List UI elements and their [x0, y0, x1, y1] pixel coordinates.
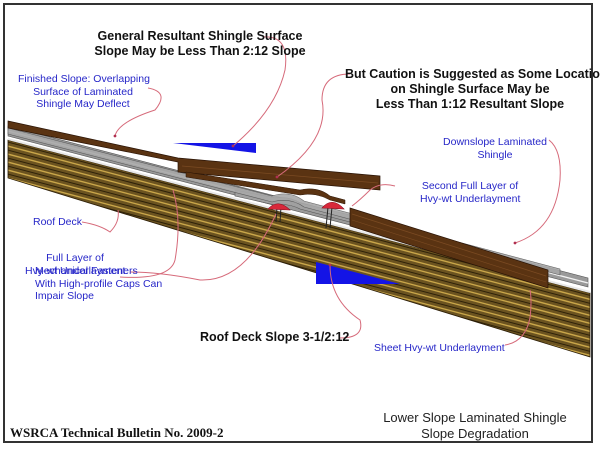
mechanical-fastener-1	[267, 203, 291, 223]
deck-grain-line	[8, 175, 590, 335]
leader-sheet-underlayment	[504, 289, 532, 346]
bulletin-reference: WSRCA Technical Bulletin No. 2009-2	[10, 425, 224, 440]
diagram-border	[3, 3, 593, 443]
deck-grain-line	[8, 167, 590, 327]
deck-grain-line	[8, 155, 590, 315]
finished-slope-line1: Finished Slope: Overlapping	[18, 73, 150, 85]
leader-roof-deck	[81, 209, 119, 233]
label-sheet-underlayment: Sheet Hvy-wt Underlayment	[374, 342, 505, 354]
shingle-slope-indicator	[173, 143, 256, 153]
deck-slope-indicator	[316, 262, 400, 284]
deck-grain-line	[8, 151, 590, 311]
label-finished-slope: Finished Slope: Overlapping Surface of L…	[18, 73, 150, 111]
label-second-layer: Second Full Layer of Hvy-wt Underlayment	[420, 180, 520, 205]
leader-full-layer	[119, 189, 179, 278]
fasteners-line1: Mechanical Fasteners	[35, 265, 138, 277]
leader-downslope	[514, 139, 561, 244]
label-fasteners: Mechanical Fasteners With High-profile C…	[35, 265, 162, 303]
leader-caution	[276, 73, 351, 178]
caution-line1: But Caution is Suggested as Some Locatio…	[345, 67, 600, 81]
diagram-caption: Lower Slope Laminated Shingle Slope Degr…	[360, 410, 590, 443]
leader-finished-slope	[114, 87, 162, 137]
leader-second-layer	[351, 184, 396, 207]
title-top: General Resultant Shingle Surface Slope …	[70, 29, 330, 59]
deck-grain-line	[8, 163, 590, 323]
deck-grain-line	[8, 159, 590, 319]
finished-slope-line3: Shingle May Deflect	[36, 98, 130, 111]
caution-line3: Less Than 1:12 Resultant Slope	[375, 97, 565, 111]
caution-line2: on Shingle Surface May be	[390, 82, 550, 96]
label-full-layer: Full Layer of Hvy-wt Underlayment.	[25, 252, 129, 277]
mechanical-fastener-2	[321, 201, 345, 229]
full-layer-line2: Hvy-wt Underlayment.	[25, 264, 129, 277]
full-layer-line1: Full Layer of	[46, 252, 104, 264]
caution-note: But Caution is Suggested as Some Locatio…	[345, 67, 600, 112]
leader-title-top	[232, 36, 287, 147]
second-layer-line2: Hvy-wt Underlayment	[420, 192, 521, 205]
label-roof-deck: Roof Deck	[33, 216, 83, 228]
downslope-line2: Shingle	[477, 148, 513, 161]
downslope-line1: Downslope Laminated	[443, 136, 547, 148]
label-downslope-shingle: Downslope Laminated Shingle	[440, 136, 550, 161]
downslope-shingle	[349, 207, 549, 289]
label-roof-deck-slope: Roof Deck Slope 3-1/2:12	[200, 330, 350, 344]
title-top-line1: General Resultant Shingle Surface	[97, 29, 303, 43]
caption-line2: Slope Degradation	[421, 426, 529, 442]
leader-roof-deck-slope	[329, 264, 362, 339]
leader-lines	[81, 36, 561, 346]
title-top-line2: Slope May be Less Than 2:12 Slope	[94, 44, 306, 58]
fasteners-line2: With High-profile Caps Can	[35, 277, 163, 290]
second-layer-line1: Second Full Layer of	[421, 180, 519, 192]
deck-grain-line	[8, 171, 590, 331]
finished-slope-line2: Surface of Laminated	[33, 85, 133, 98]
leader-fasteners	[129, 213, 277, 281]
deck-grain-line	[8, 147, 590, 307]
caption-line1: Lower Slope Laminated Shingle	[383, 410, 567, 425]
deck-grain-line	[8, 143, 590, 303]
fasteners-line3: Impair Slope	[35, 290, 94, 303]
